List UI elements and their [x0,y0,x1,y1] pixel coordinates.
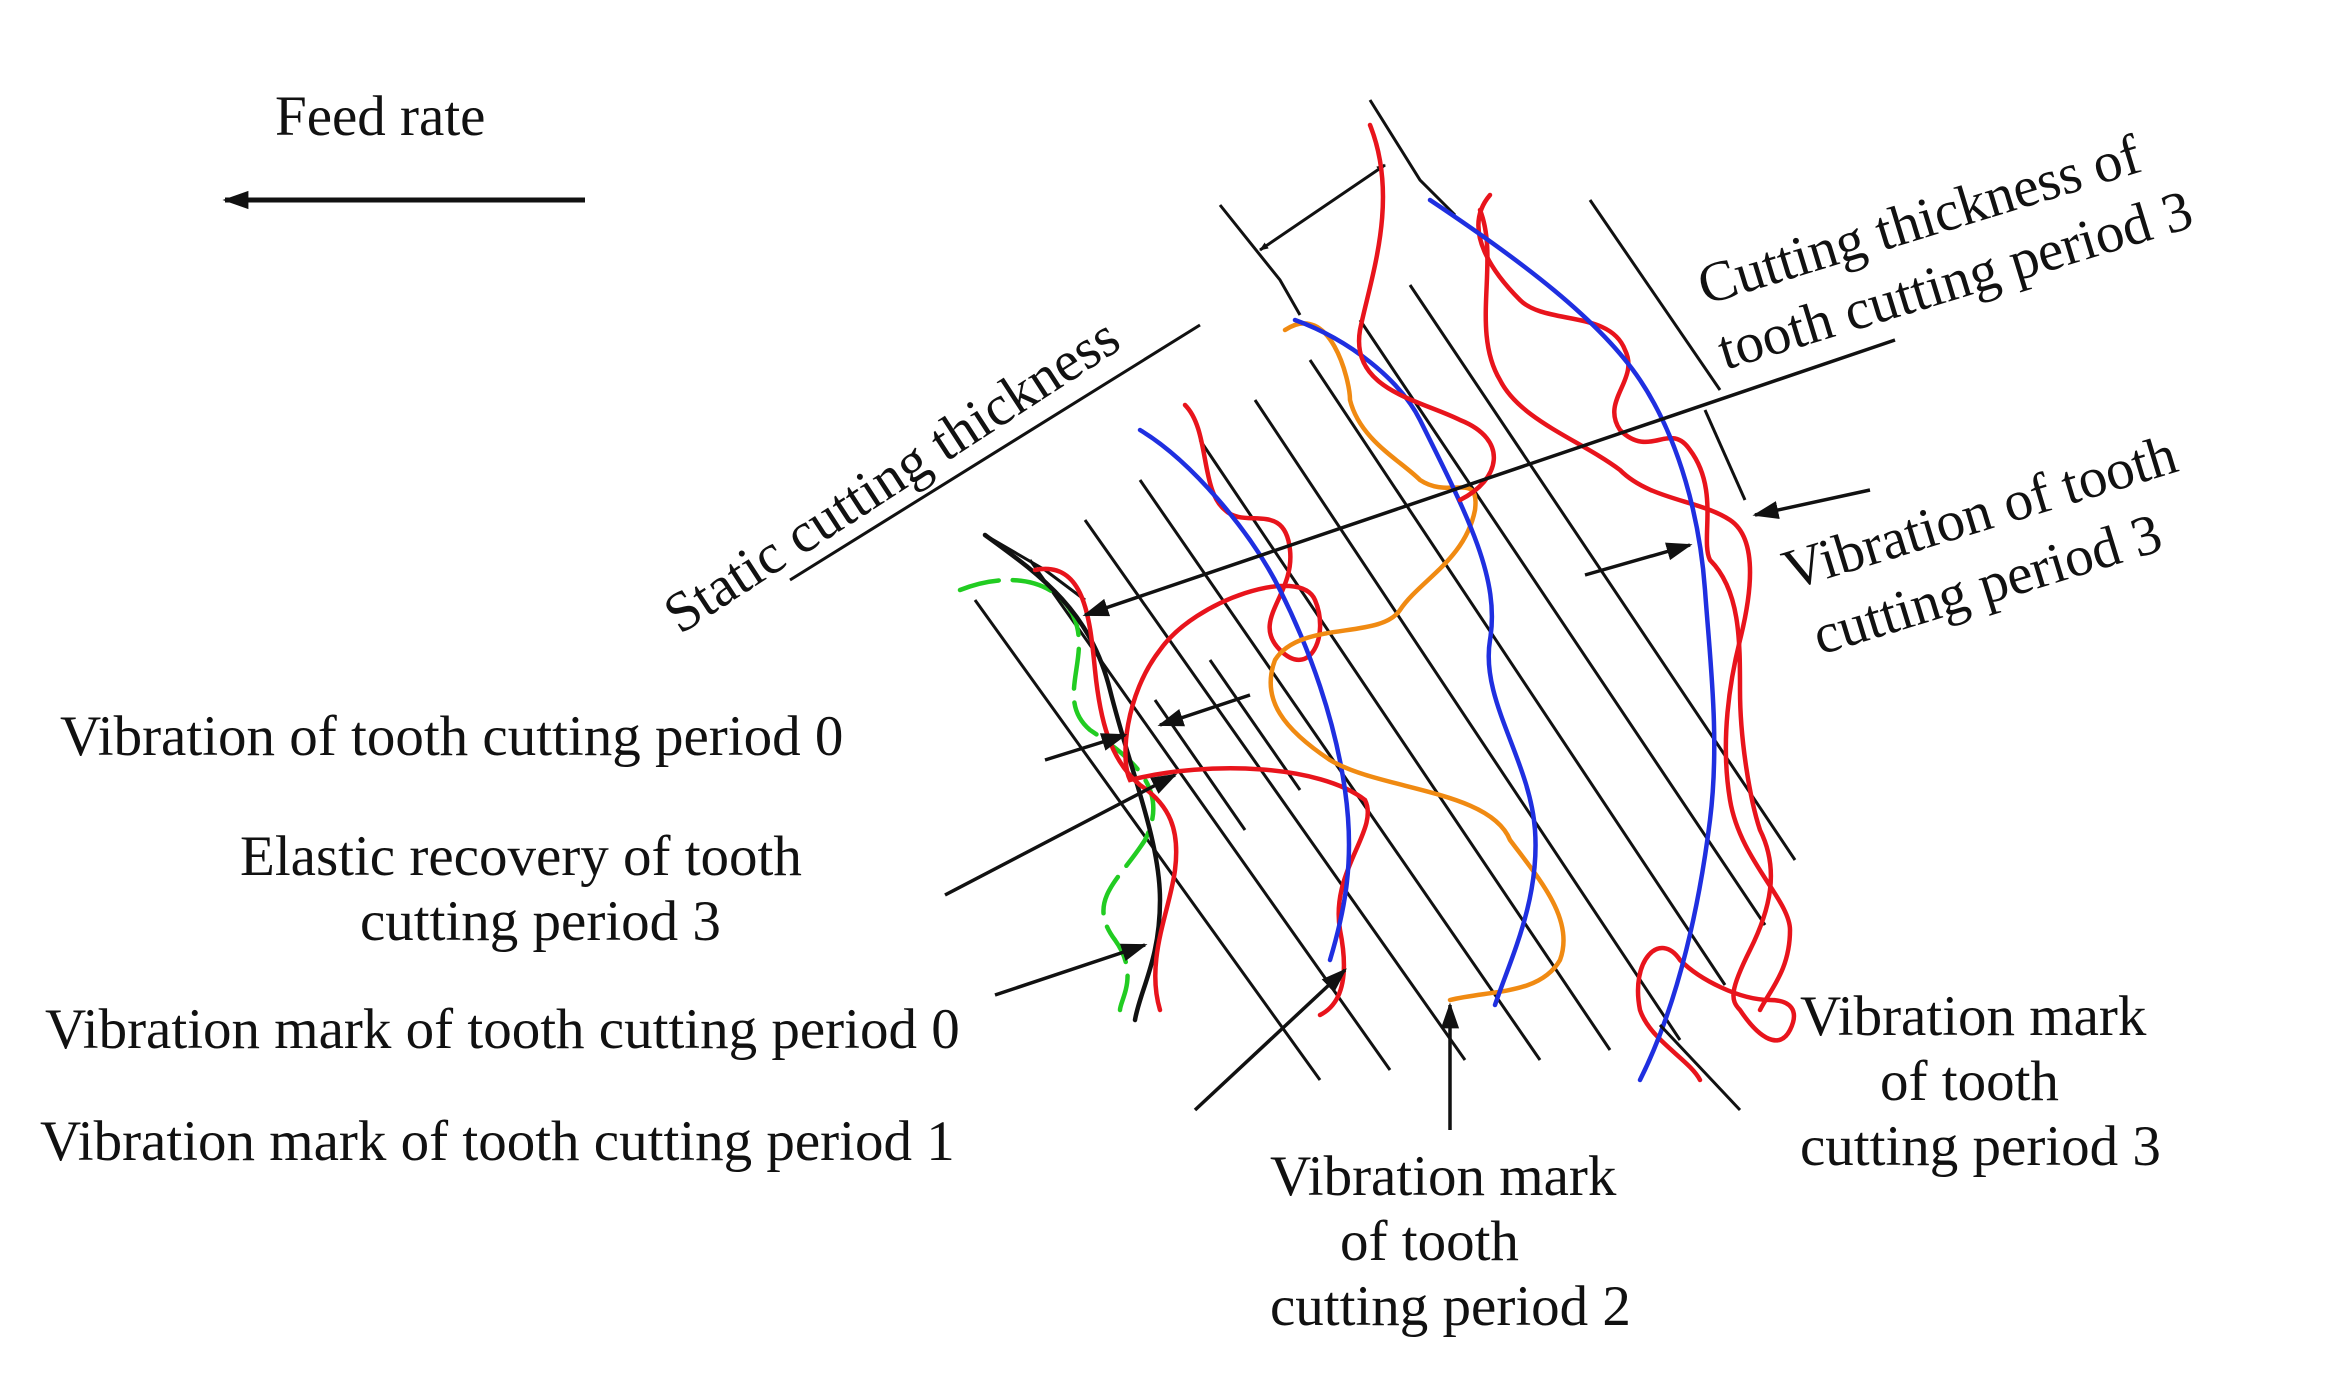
tool-edge-lower [1218,204,1302,316]
tool-edge-upper [1368,99,1457,217]
hatch-line [1198,439,1612,1051]
cutting-thickness-p3-tick [1703,409,1747,501]
static-thickness-dimension [1259,163,1386,252]
green-curve-period-0 [957,577,1156,1013]
cutting-thickness-p3-leader [1082,338,1896,617]
mark-p1-leader [1193,968,1347,1112]
mark-p3-leader [1658,1023,1742,1112]
red-curve-period-3-outer [1477,207,1793,1013]
mark-p0-leader [994,943,1148,997]
red-curve-period-0 [1032,566,1179,1013]
hatch-line [1358,319,1767,926]
elastic-recovery-label-line1: Elastic recovery of tooth [240,825,802,888]
hatch-line [1208,659,1302,791]
vibration-curves [957,122,1797,1083]
elastic-recovery-label-line2: cutting period 3 [360,890,721,953]
blue-curve-period-3 [1427,197,1717,1083]
blue-curve-period-1 [1137,427,1352,963]
hatch-line [1253,399,1682,1041]
mark-p2-label-line2: of tooth [1340,1210,1519,1273]
mark-p1-label: Vibration mark of tooth cutting period 1 [40,1110,955,1173]
hatch-line [1308,359,1727,986]
mark-p3-label-line1: Vibration mark [1800,985,2147,1048]
vibration-p0-label: Vibration of tooth cutting period 0 [60,705,843,768]
red-curve-period-2 [1356,122,1496,503]
vibration-p0-leader-1 [1044,733,1128,762]
left-annotations: Vibration of tooth cutting period 0 Elas… [40,693,1347,1173]
hatch-line [1588,199,1722,391]
mark-p3-label-line3: cutting period 3 [1800,1115,2161,1178]
orange-curve-period-2 [1268,321,1566,1003]
mark-p0-label: Vibration mark of tooth cutting period 0 [45,998,960,1061]
vibration-p3-arrow-bottom [1584,542,1693,577]
feed-rate-label: Feed rate [275,85,485,148]
red-curve-period-1 [1123,402,1371,1018]
blue-curve-period-2 [1292,317,1538,1008]
mark-p2-label-line1: Vibration mark [1270,1145,1617,1208]
mark-p2-label-line3: cutting period 2 [1270,1275,1631,1338]
red-curve-period-3 [1476,192,1797,1083]
hatch-line [1408,284,1797,861]
static-thickness-baseline [789,323,1201,582]
elastic-recovery-leader [944,773,1178,897]
vibration-p3-arrow-top [1752,488,1871,519]
vibration-p0-leader-2 [1157,693,1251,727]
vibration-p3-annotation: Vibration of tooth cutting period 3 [1584,423,2184,667]
mark-p3-label-line2: of tooth [1880,1050,2059,1113]
bottom-annotations: Vibration mark of tooth cutting period 2… [1270,985,2161,1338]
workpiece-hatching [973,199,1797,1081]
hatch-line [1083,519,1467,1061]
hatch-line [1028,559,1392,1071]
hatch-line [1153,699,1247,831]
